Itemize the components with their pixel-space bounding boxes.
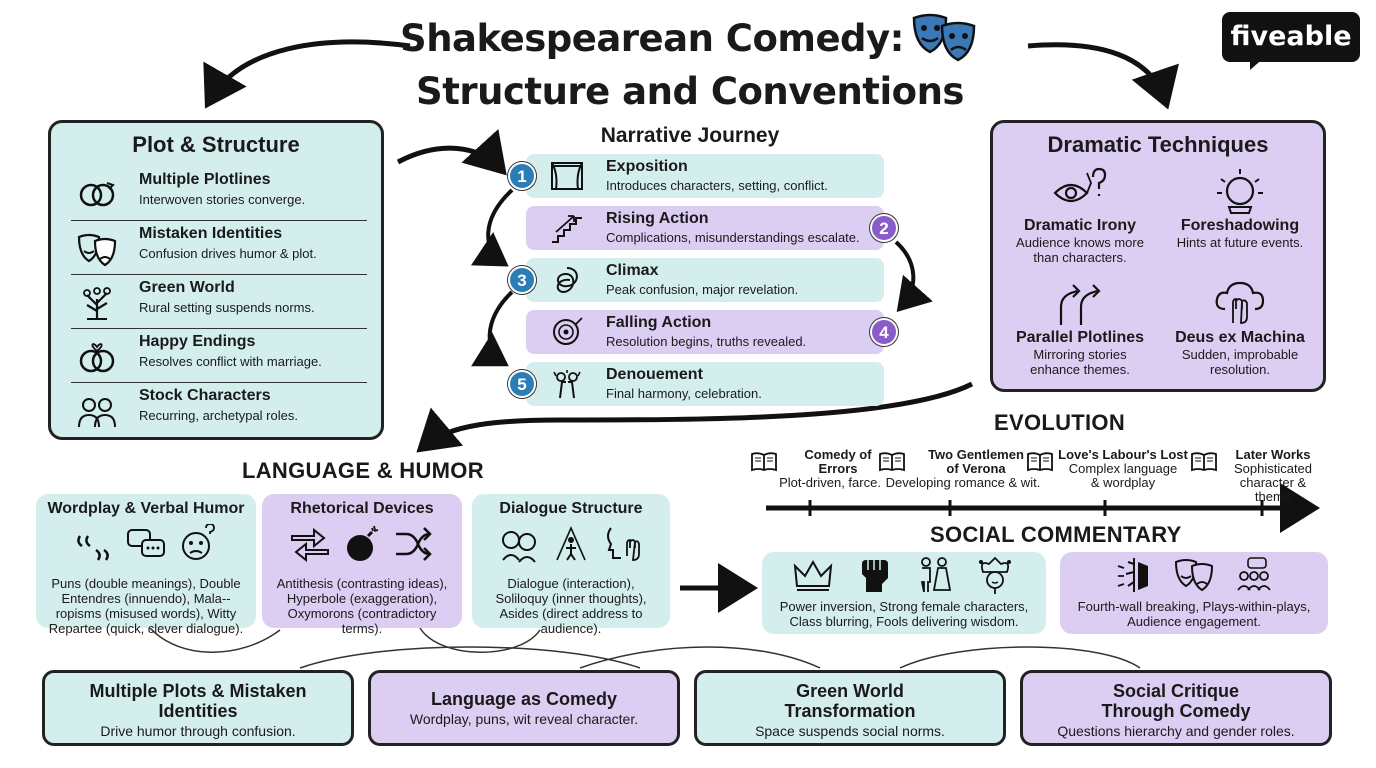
people-icon bbox=[78, 398, 116, 428]
arrow-stage2-to-4 bbox=[894, 240, 933, 312]
plot-item-stock-characters: Stock Characters Recurring, archetypal r… bbox=[71, 383, 367, 437]
stage-falling-action: Falling Action Resolution begins, truths… bbox=[526, 310, 884, 354]
tree-icon bbox=[83, 287, 111, 320]
cloud-hand-icon bbox=[1215, 281, 1265, 324]
couple-icon bbox=[921, 557, 952, 593]
stage-number-5: 5 bbox=[508, 370, 536, 398]
plot-item-happy-endings: Happy Endings Resolves conflict with mar… bbox=[71, 329, 367, 383]
dialogue-structure-box: Dialogue Structure Dialogue (interaction… bbox=[472, 494, 670, 636]
theme-multiple-plots: Multiple Plots & Mistaken Identities Dri… bbox=[42, 670, 354, 746]
plot-item-green-world: Green World Rural setting suspends norms… bbox=[71, 275, 367, 329]
language-heading: LANGUAGE & HUMOR bbox=[242, 458, 484, 483]
stage-denouement: Denouement Final harmony, celebration. bbox=[526, 362, 884, 406]
social-box-power: Power inversion, Strong female character… bbox=[762, 552, 1046, 634]
stairs-icon bbox=[552, 215, 582, 243]
quote-marks-icon bbox=[76, 535, 109, 561]
raised-fist-icon bbox=[861, 560, 888, 592]
tech-deus-ex-machina: Deus ex Machina Sudden, improbable resol… bbox=[1165, 279, 1315, 377]
logo-tail bbox=[1250, 56, 1266, 70]
stage-number-1: 1 bbox=[508, 162, 536, 190]
parallel-arrows-icon bbox=[1059, 284, 1101, 325]
whisper-hand-icon bbox=[607, 527, 641, 561]
arrow-drama-to-language bbox=[416, 381, 974, 453]
open-book-icon bbox=[879, 452, 905, 472]
spotlight-figure-icon bbox=[556, 526, 586, 561]
evolution-heading: EVOLUTION bbox=[994, 410, 1126, 435]
plot-heading: Plot & Structure bbox=[132, 132, 300, 157]
open-book-icon bbox=[1027, 452, 1053, 472]
theme-language-as-comedy: Language as Comedy Wordplay, puns, wit r… bbox=[368, 670, 680, 746]
open-book-icon bbox=[1191, 452, 1217, 472]
crown-icon bbox=[794, 559, 833, 591]
stage-number-4: 4 bbox=[870, 318, 898, 346]
drama-heading: Dramatic Techniques bbox=[1047, 132, 1269, 157]
evolution-item-later-works: Later Works Sophisticated character & th… bbox=[1190, 448, 1326, 504]
arrow-plot-to-narrative bbox=[396, 128, 507, 176]
stage-number-2: 2 bbox=[870, 214, 898, 242]
narrative-heading: Narrative Journey bbox=[600, 124, 780, 147]
tangle-icon bbox=[556, 267, 578, 294]
stage-number-3: 3 bbox=[508, 266, 536, 294]
theater-masks-icon bbox=[1174, 559, 1214, 592]
thin-connectors bbox=[149, 627, 1141, 669]
stage-curtains-icon bbox=[551, 162, 583, 190]
theater-masks-icon bbox=[77, 233, 117, 267]
speech-bubbles-icon bbox=[127, 529, 165, 557]
celebration-icon bbox=[553, 370, 581, 399]
evolution-item-two-gentlemen: Two Gentlemen of Verona Developing roman… bbox=[876, 448, 1046, 490]
plot-item-multiple-plotlines: Multiple Plotlines Interwoven stories co… bbox=[71, 167, 367, 221]
eye-question-icon bbox=[1053, 167, 1107, 203]
jester-icon bbox=[978, 556, 1011, 594]
crystal-ball-icon bbox=[1217, 169, 1263, 214]
plot-structure-panel: Plot & Structure Multiple Plotlines Inte… bbox=[48, 120, 384, 440]
arrow-stage1-to-3 bbox=[470, 188, 514, 267]
breaking-wall-icon bbox=[1117, 558, 1148, 592]
wordplay-box: Wordplay & Verbal Humor Puns (double mea… bbox=[36, 494, 256, 636]
arrow-stage3-to-5 bbox=[471, 290, 514, 367]
theme-green-world: Green World Transformation Space suspend… bbox=[694, 670, 1006, 746]
tech-parallel-plotlines: Parallel Plotlines Mirroring stories enh… bbox=[1005, 279, 1155, 377]
confused-face-icon bbox=[182, 524, 216, 560]
open-book-icon bbox=[751, 452, 777, 472]
tech-foreshadowing: Foreshadowing Hints at future events. bbox=[1165, 167, 1315, 250]
evolution-item-loves-labours-lost: Love's Labour's Lost Complex language & … bbox=[1026, 448, 1190, 490]
page-title: Shakespearean Comedy: Structure and Conv… bbox=[360, 10, 1020, 114]
stage-climax: Climax Peak confusion, major revelation. bbox=[526, 258, 884, 302]
social-box-metatheatre: Fourth-wall breaking, Plays-within-plays… bbox=[1060, 552, 1328, 634]
yarn-ball-icon bbox=[553, 317, 583, 345]
two-heads-icon bbox=[501, 531, 536, 563]
social-heading: SOCIAL COMMENTARY bbox=[930, 522, 1182, 547]
evolution-item-comedy-of-errors: Comedy of Errors Plot-driven, farce. bbox=[748, 448, 898, 490]
arrow-title-to-drama bbox=[1027, 42, 1179, 110]
theme-social-critique: Social Critique Through Comedy Questions… bbox=[1020, 670, 1332, 746]
shuffle-icon bbox=[396, 527, 433, 561]
arrow-title-to-plot bbox=[203, 39, 411, 109]
bomb-icon bbox=[347, 525, 379, 561]
fiveable-logo: fiveable bbox=[1222, 12, 1360, 62]
tech-dramatic-irony: Dramatic Irony Audience knows more than … bbox=[1005, 167, 1155, 265]
stage-rising-action: Rising Action Complications, misundersta… bbox=[526, 206, 884, 250]
opposing-arrows-icon bbox=[290, 527, 329, 563]
rhetorical-devices-box: Rhetorical Devices Antithesis (contrasti… bbox=[262, 494, 462, 636]
interlocking-rings-icon bbox=[79, 182, 115, 207]
dramatic-techniques-panel: Dramatic Techniques Dramatic Irony Audie… bbox=[990, 120, 1326, 392]
plot-item-mistaken-identities: Mistaken Identities Confusion drives hum… bbox=[71, 221, 367, 275]
stage-exposition: Exposition Introduces characters, settin… bbox=[526, 154, 884, 198]
wedding-rings-icon bbox=[79, 343, 115, 373]
audience-icon bbox=[1237, 557, 1272, 591]
theater-masks-icon bbox=[912, 13, 976, 62]
